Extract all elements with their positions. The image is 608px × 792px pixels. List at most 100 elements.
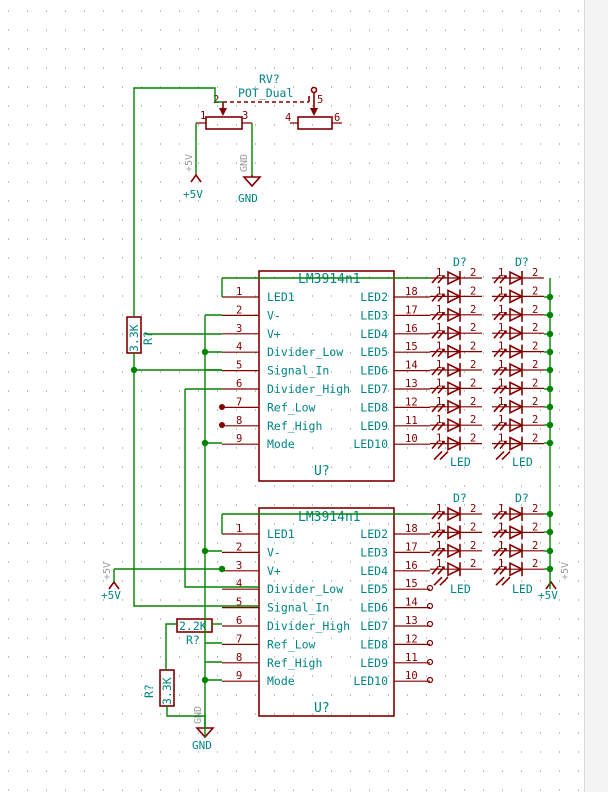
resistor-top[interactable]: 3.3K R?	[126, 316, 155, 354]
ic-bottom-right-pin-name: LED7	[360, 619, 388, 633]
open-pin-marker	[426, 676, 434, 684]
wire-segment	[133, 87, 223, 317]
array-3-led-arrows	[431, 566, 445, 575]
ic-top-right-pin-name: LED2	[360, 290, 388, 304]
open-pin-marker	[426, 602, 434, 610]
ic-top-right-pin-number: 10	[405, 433, 418, 445]
array-3-led-pin-b: 2	[470, 540, 476, 552]
ic-top-right-pin-number: 15	[405, 341, 418, 353]
ic-top-left-pin-name: Signal_In	[267, 364, 329, 378]
open-pin-marker	[426, 584, 434, 592]
wires	[113, 87, 551, 737]
array-4-led-pin-a: 1	[498, 521, 504, 533]
junction-dot	[546, 403, 554, 411]
array-2-led-arrows	[493, 367, 507, 376]
junction-dot	[201, 348, 209, 356]
ic-top-left-pin-name: LED1	[267, 290, 295, 304]
array-1-led-arrows	[431, 275, 445, 284]
array-2-led-arrows	[493, 312, 507, 321]
potentiometer-dual[interactable]: RV? POT_Dual 1 2 3 4 5 6	[196, 72, 342, 130]
array-1-led-arrows	[431, 330, 445, 339]
power-gnd-bottom[interactable]: GND GND	[192, 706, 215, 752]
power-vcc-left[interactable]: +5V +5V	[101, 562, 121, 602]
array-1-led-pin-a: 1	[436, 341, 442, 353]
vcc-symbol-left	[108, 580, 120, 590]
ic-bottom-left-pin-name: Ref_Low	[267, 637, 316, 651]
array-4-led-pin-b: 2	[532, 540, 538, 552]
array-2-led-pin-b: 2	[532, 377, 538, 389]
array-1-led-arrows	[431, 367, 445, 376]
junction-dot	[546, 421, 554, 429]
vcc-left-ghost: +5V	[102, 562, 113, 580]
array-2-led-arrows	[493, 330, 507, 339]
led-array-2-ref: D?	[515, 255, 529, 269]
open-pin-marker	[426, 620, 434, 628]
array-2-led-body	[509, 325, 524, 341]
array-4-led-body	[509, 543, 524, 559]
array-1-led-body	[447, 270, 462, 286]
ic-top-right-pin-number: 11	[405, 415, 418, 427]
ic-bottom-right-pin-name: LED6	[360, 601, 388, 615]
ic-top-left-pin-number: 4	[236, 341, 242, 353]
junctions	[130, 293, 554, 684]
gnd-pin-ghost: GND	[239, 154, 250, 172]
array-1-led-body	[447, 344, 462, 359]
resistor-mid-ref: R?	[186, 633, 200, 647]
open-pin-marker	[426, 658, 434, 666]
array-2-led-arrows	[493, 404, 507, 413]
ic-bottom-right-pin-name: LED8	[360, 637, 388, 651]
junction-dot	[546, 439, 554, 447]
array-3-led-body	[447, 506, 462, 522]
ic-bottom-right-pin-number: 13	[405, 615, 418, 627]
array-1-led-arrows	[431, 385, 445, 394]
ic-top-left-pin-number: 1	[236, 286, 242, 298]
junction-dot	[546, 366, 554, 374]
array-3-led-pin-a: 1	[436, 558, 442, 570]
pot-power[interactable]: +5V +5V GND GND	[183, 123, 262, 205]
junction-dot	[546, 311, 554, 319]
array-1-led-pin-a: 1	[436, 377, 442, 389]
junction-dot	[546, 385, 554, 393]
ic-top-left-pin-number: 5	[236, 360, 242, 372]
junction-dot	[546, 330, 554, 338]
ic-top-body	[258, 270, 395, 482]
array-2-led-body	[509, 344, 524, 359]
array-3-led-pin-b: 2	[470, 521, 476, 533]
resistor-mid[interactable]: 2.2K R?	[176, 618, 213, 647]
ic-top-left-pin-name: Divider_Low	[267, 345, 343, 359]
gnd-label-bottom: GND	[192, 739, 212, 752]
array-1-led-pin-b: 2	[470, 285, 476, 297]
vcc-symbol-right	[545, 580, 557, 590]
sheet-right-edge	[584, 0, 608, 792]
array-2-led-pin-b: 2	[532, 414, 538, 426]
junction-dot	[546, 547, 554, 555]
ic-bottom-right-pins: 18LED217LED316LED415LED514LED613LED712LE…	[353, 523, 430, 688]
ic-bottom-right-pin-name: LED10	[353, 674, 388, 688]
array-2-led-arrows	[493, 275, 507, 284]
array-2-led-pin-a: 1	[498, 285, 504, 297]
junction-dot	[201, 439, 209, 447]
array-1-led-body	[447, 436, 462, 451]
ic-bottom-right-pin-number: 10	[405, 670, 418, 682]
array-1-led-pin-a: 1	[436, 285, 442, 297]
array-3-led-pin-b: 2	[470, 558, 476, 570]
junction-dot	[546, 528, 554, 536]
gnd-bottom-ghost: GND	[193, 706, 204, 724]
array-4-led-arrows	[493, 548, 507, 557]
array-3-led-arrows	[431, 529, 445, 538]
pot-pin-5: 5	[317, 94, 323, 106]
ic-bottom-right-pin-number: 15	[405, 578, 418, 590]
array-2-led-body	[509, 381, 524, 396]
resistor-mid-value: 2.2K	[179, 619, 207, 633]
resistor-top-ref: R?	[141, 331, 155, 345]
array-2-led-pin-b: 2	[532, 267, 538, 279]
resistor-bottom[interactable]: 3.3K R?	[142, 669, 175, 707]
ic-top-left-pin-name: Mode	[267, 437, 295, 451]
power-vcc-right[interactable]: +5V +5V	[538, 562, 571, 602]
